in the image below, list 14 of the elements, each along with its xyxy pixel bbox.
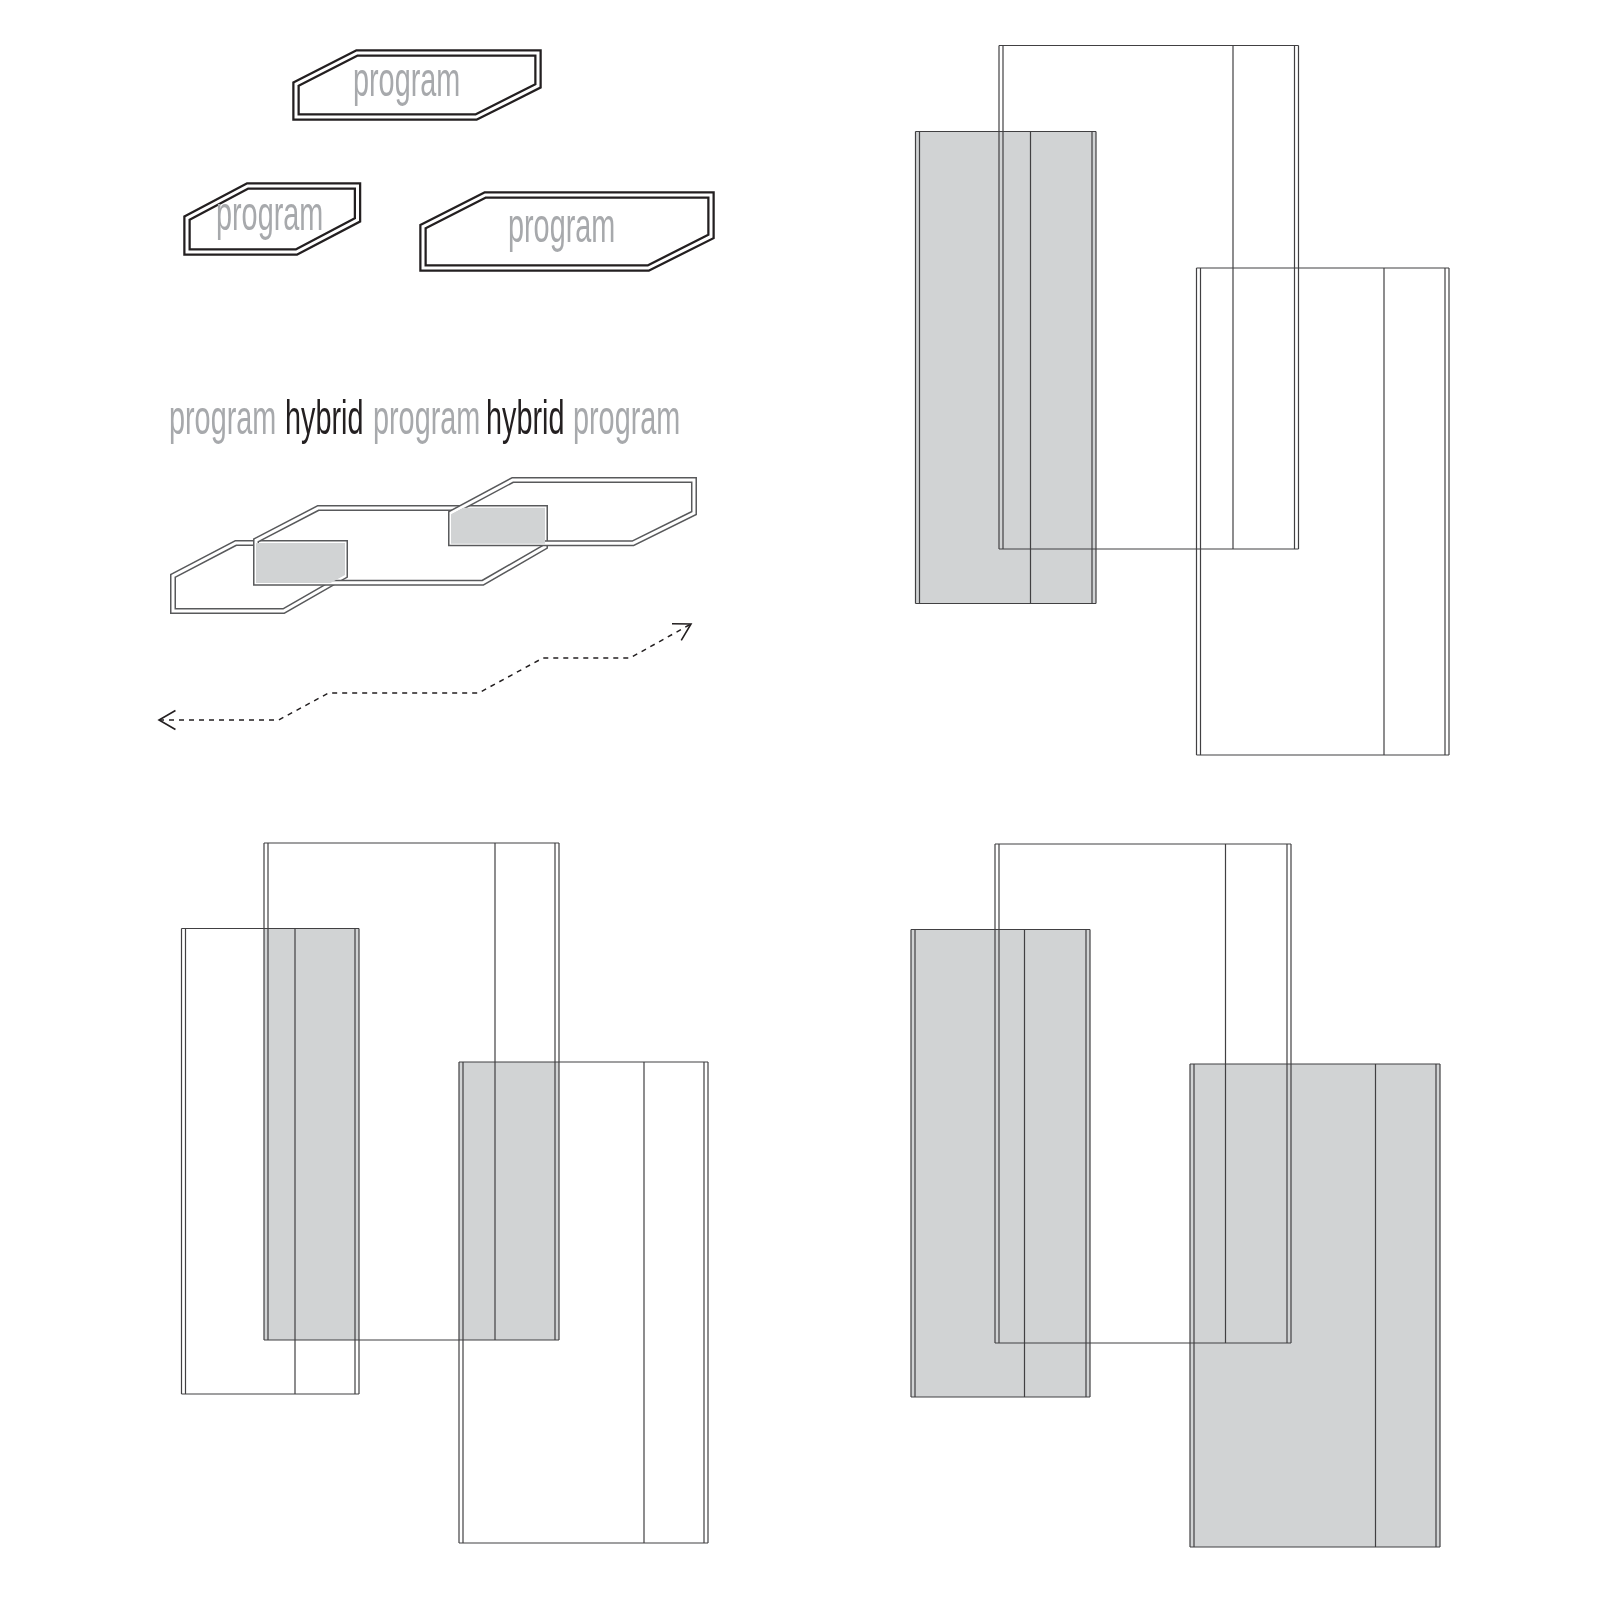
node-label: program: [353, 56, 461, 104]
hexagon-outline: [447, 476, 697, 546]
word-label: hybrid: [486, 394, 565, 442]
hexagon-outline: [169, 540, 348, 614]
word-label: program: [373, 394, 481, 442]
word-label: program: [168, 394, 276, 442]
hexagon-outline: [252, 505, 548, 586]
hexagon-outline: [418, 191, 715, 272]
hexagon-outline: [292, 49, 542, 121]
hexagon-outline: [182, 182, 361, 256]
node-label: program: [216, 189, 324, 238]
word-label: program: [573, 394, 681, 442]
node-label: program: [508, 202, 616, 250]
word-label: hybrid: [285, 394, 364, 442]
